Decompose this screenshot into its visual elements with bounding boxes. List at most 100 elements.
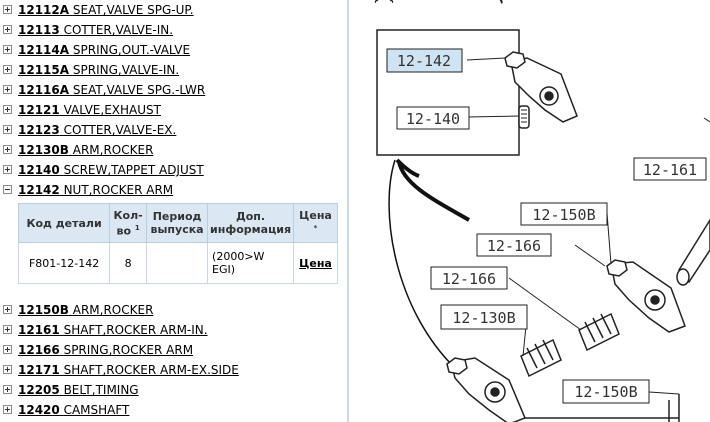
parts-list-item[interactable]: 12114A SPRING,OUT.-VALVE (0, 40, 347, 60)
cell-part-number: F801-12-142 (17, 242, 111, 284)
parts-list-item[interactable]: 12161 SHAFT,ROCKER ARM-IN. (0, 320, 347, 340)
part-link[interactable]: 12123 COTTER,VALVE-EX. (18, 120, 176, 140)
rocker-arm-upper-drawing (606, 259, 686, 333)
cell-period (146, 242, 209, 284)
parts-tree-panel: 12112A SEAT,VALVE SPG-UP.12113 COTTER,VA… (0, 0, 347, 422)
parts-diagram-panel: 12-142 12-140 12-161 12-150B 12-166 12-1… (349, 0, 710, 422)
part-code: 12113 (18, 23, 60, 37)
expand-toggle-icon[interactable] (3, 65, 12, 74)
cell-quantity: 8 (109, 242, 148, 284)
part-name: COTTER,VALVE-EX. (63, 123, 177, 137)
part-link[interactable]: 12116A SEAT,VALVE SPG.-LWR (18, 80, 205, 100)
part-code: 12166 (18, 343, 60, 357)
expand-toggle-icon[interactable] (3, 385, 12, 394)
part-name: SPRING,ROCKER ARM (63, 343, 194, 357)
part-name: COTTER,VALVE-IN. (63, 23, 174, 37)
part-link[interactable]: 12142 NUT,ROCKER ARM (18, 180, 173, 200)
part-link[interactable]: 12150B ARM,ROCKER (18, 300, 153, 320)
expand-toggle-icon[interactable] (3, 405, 12, 414)
label-text: 12-142 (397, 52, 451, 70)
rocker-shaft-lower-drawing (524, 394, 680, 422)
label-12-150B-upper[interactable]: 12-150B (520, 202, 608, 226)
part-code: 12130B (18, 143, 69, 157)
table-header-row: Код детали Кол-во 1 Период выпуска Доп. … (17, 203, 338, 243)
label-text: 12-140 (406, 110, 460, 128)
parts-list-item[interactable]: 12140 SCREW,TAPPET ADJUST (0, 160, 347, 180)
label-12-166-b[interactable]: 12-166 (430, 266, 508, 290)
parts-list-item[interactable]: 12166 SPRING,ROCKER ARM (0, 340, 347, 360)
part-name: VALVE,EXHAUST (63, 103, 161, 117)
part-code: 12420 (18, 403, 60, 417)
label-text: 12-166 (487, 237, 541, 255)
parts-list-item[interactable]: 12123 COTTER,VALVE-EX. (0, 120, 347, 140)
expand-toggle-icon[interactable] (3, 125, 12, 134)
part-link[interactable]: 12113 COTTER,VALVE-IN. (18, 20, 173, 40)
part-link[interactable]: 12420 CAMSHAFT (18, 400, 129, 420)
label-12-166-a[interactable]: 12-166 (476, 233, 552, 257)
price-footnote-mark: * (313, 223, 318, 232)
part-code: 12114A (18, 43, 70, 57)
rocker-spring-2-drawing (520, 338, 562, 378)
part-link[interactable]: 12166 SPRING,ROCKER ARM (18, 340, 193, 360)
part-link[interactable]: 12115A SPRING,VALVE-IN. (18, 60, 179, 80)
expand-toggle-icon[interactable] (3, 165, 12, 174)
part-link[interactable]: 12205 BELT,TIMING (18, 380, 139, 400)
parts-list-item[interactable]: 12112A SEAT,VALVE SPG-UP. (0, 0, 347, 20)
expand-toggle-icon[interactable] (3, 45, 12, 54)
label-12-161[interactable]: 12-161 (633, 157, 707, 181)
expand-toggle-icon[interactable] (3, 5, 12, 14)
part-name: CAMSHAFT (63, 403, 130, 417)
part-link[interactable]: 12140 SCREW,TAPPET ADJUST (18, 160, 204, 180)
parts-list-item[interactable]: 12150B ARM,ROCKER (0, 300, 347, 320)
expand-toggle-icon[interactable] (3, 145, 12, 154)
parts-list-item-expanded[interactable]: 12142 NUT,ROCKER ARM (0, 180, 347, 200)
part-link[interactable]: 12161 SHAFT,ROCKER ARM-IN. (18, 320, 208, 340)
expand-toggle-icon[interactable] (3, 85, 12, 94)
parts-list-item[interactable]: 12420 CAMSHAFT (0, 400, 347, 420)
table-row: F801-12-142 8 (2000>W EGI) Цена (17, 242, 338, 284)
part-name: BELT,TIMING (63, 383, 139, 397)
label-text: 12-161 (643, 161, 697, 179)
label-text: 12-166 (442, 270, 496, 288)
col-header-price: Цена* (293, 203, 338, 243)
qty-footnote-mark: 1 (134, 223, 140, 232)
parts-list-item[interactable]: 12113 COTTER,VALVE-IN. (0, 20, 347, 40)
part-link[interactable]: 12130B ARM,ROCKER (18, 140, 153, 160)
parts-list-item[interactable]: 12171 SHAFT,ROCKER ARM-EX.SIDE (0, 360, 347, 380)
expand-toggle-icon[interactable] (3, 365, 12, 374)
parts-list-item[interactable]: 12205 BELT,TIMING (0, 380, 347, 400)
part-name: SPRING,VALVE-IN. (72, 63, 180, 77)
part-link[interactable]: 12112A SEAT,VALVE SPG-UP. (18, 0, 194, 20)
price-link[interactable]: Цена (293, 242, 338, 284)
part-code: 12161 (18, 323, 60, 337)
label-text: 12-130B (452, 309, 515, 327)
part-code: 12112A (18, 3, 70, 17)
panel-divider[interactable] (347, 0, 349, 422)
part-name: SCREW,TAPPET ADJUST (63, 163, 204, 177)
label-12-142[interactable]: 12-142 (386, 48, 463, 73)
collapse-toggle-icon[interactable] (3, 185, 12, 194)
price-header-label: Цена (299, 208, 332, 222)
expand-toggle-icon[interactable] (3, 345, 12, 354)
part-detail-table: Код детали Кол-во 1 Период выпуска Доп. … (17, 203, 338, 284)
label-12-130B[interactable]: 12-130B (440, 304, 528, 330)
cell-info: (2000>W EGI) (207, 242, 295, 284)
parts-list-item[interactable]: 12115A SPRING,VALVE-IN. (0, 60, 347, 80)
part-link[interactable]: 12121 VALVE,EXHAUST (18, 100, 161, 120)
part-link[interactable]: 12114A SPRING,OUT.-VALVE (18, 40, 190, 60)
part-link[interactable]: 12171 SHAFT,ROCKER ARM-EX.SIDE (18, 360, 239, 380)
part-name: ARM,ROCKER (72, 303, 154, 317)
col-header-info: Доп. информация (207, 203, 295, 243)
label-12-150B-lower[interactable]: 12-150B (562, 379, 650, 404)
expand-toggle-icon[interactable] (3, 325, 12, 334)
expand-toggle-icon[interactable] (3, 305, 12, 314)
parts-list-item[interactable]: 12130B ARM,ROCKER (0, 140, 347, 160)
label-12-140[interactable]: 12-140 (396, 106, 470, 130)
expand-toggle-icon[interactable] (3, 25, 12, 34)
parts-list-item[interactable]: 12116A SEAT,VALVE SPG.-LWR (0, 80, 347, 100)
expand-toggle-icon[interactable] (3, 105, 12, 114)
inset-detail-box (376, 29, 520, 156)
part-code: 12205 (18, 383, 60, 397)
parts-list-item[interactable]: 12121 VALVE,EXHAUST (0, 100, 347, 120)
rocker-spring-1-drawing (578, 312, 620, 352)
